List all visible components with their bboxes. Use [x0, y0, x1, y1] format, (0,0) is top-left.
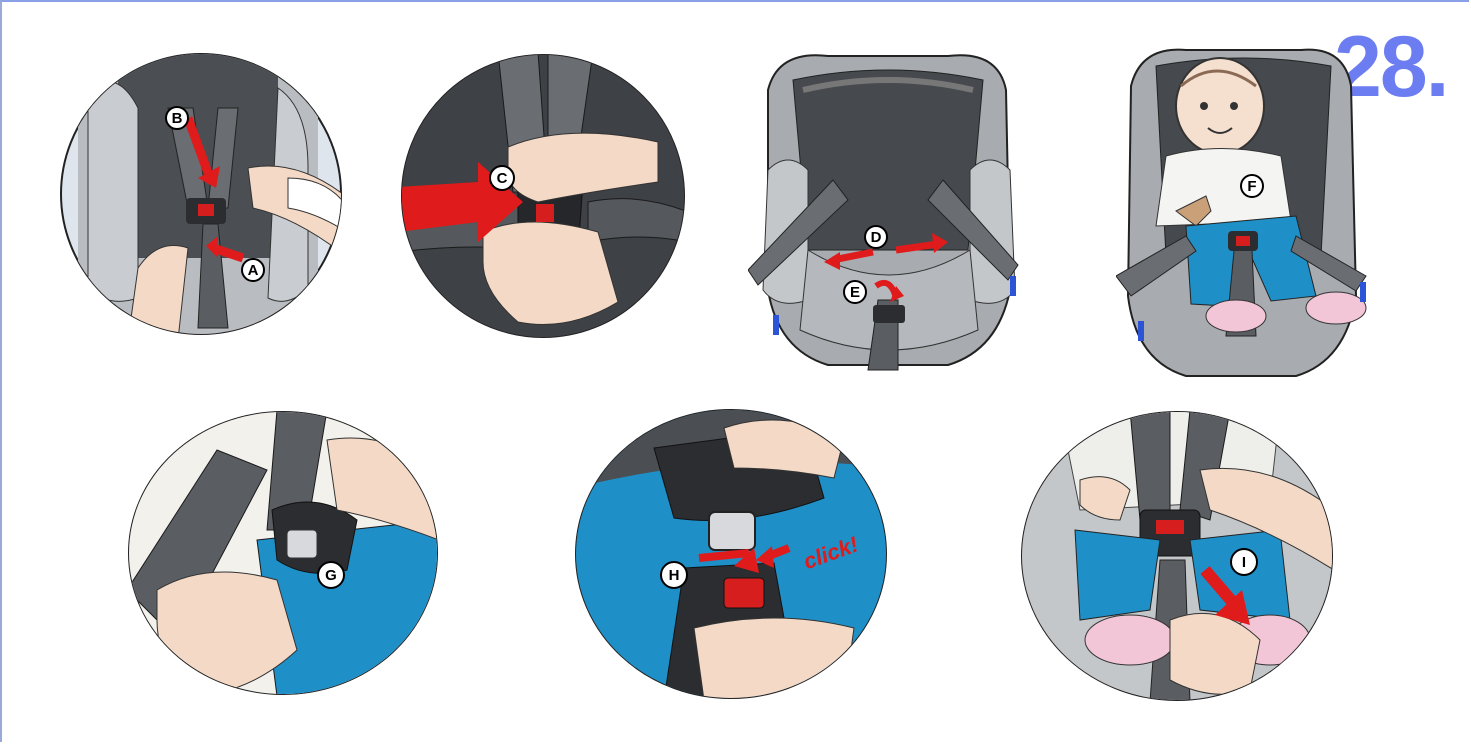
- label-h: H: [669, 567, 680, 584]
- illustration-step-d-e: D E: [748, 50, 1030, 372]
- label-c: C: [497, 170, 508, 187]
- illustration-step-a-b: B A: [58, 48, 344, 340]
- illustration-step-h: click! H: [574, 408, 888, 700]
- label-f: F: [1247, 178, 1256, 195]
- illustration-step-f: F: [1116, 46, 1372, 382]
- label-a: A: [248, 262, 259, 279]
- illustration-step-i: I: [1020, 410, 1334, 702]
- label-e: E: [850, 284, 860, 301]
- label-d: D: [871, 229, 882, 246]
- label-g: G: [325, 567, 337, 584]
- illustration-step-g: G: [127, 410, 439, 696]
- illustration-step-c: C: [398, 52, 688, 340]
- label-b: B: [172, 110, 183, 127]
- label-i: I: [1242, 554, 1246, 571]
